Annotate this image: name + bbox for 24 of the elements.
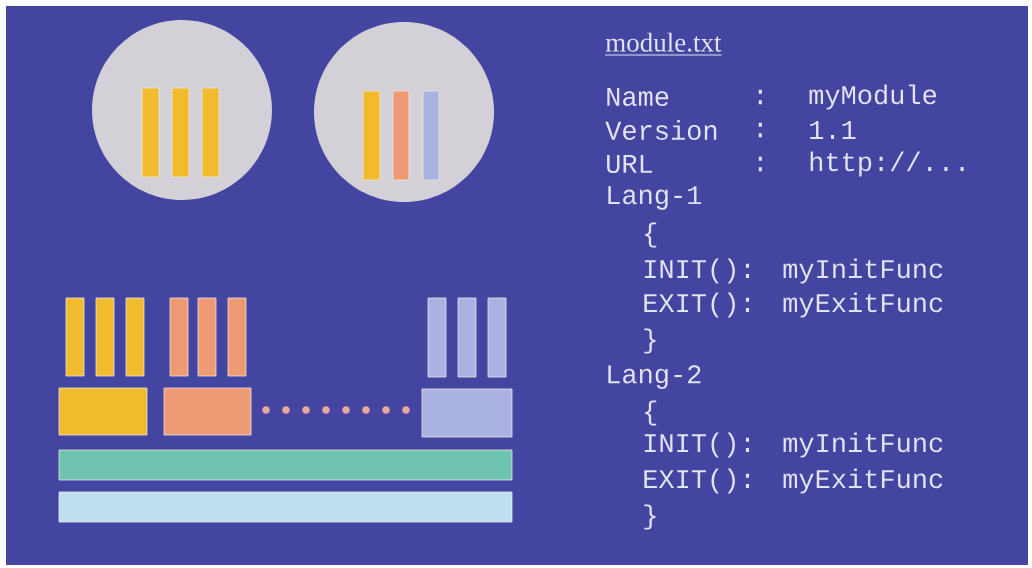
function-value: myExitFunc	[783, 292, 943, 318]
file-title: module.txt	[605, 32, 722, 52]
field-name: Name	[607, 88, 669, 107]
field-name: Version	[605, 120, 717, 140]
brace: {	[645, 222, 657, 248]
field-value: http://...	[810, 151, 964, 177]
function-value: myInitFunc	[783, 432, 943, 458]
function-name: EXIT():	[644, 468, 750, 494]
section-name: Lang-1	[608, 186, 702, 210]
field-value: myModule	[809, 84, 937, 110]
function-name: INIT():	[644, 432, 750, 458]
colon: :	[758, 89, 762, 105]
brace: {	[645, 400, 657, 426]
section-name: Lang-2	[608, 365, 701, 389]
field-name: URL	[607, 155, 653, 174]
function-name: INIT():	[644, 258, 750, 284]
colon: :	[758, 122, 762, 138]
function-value: myInitFunc	[783, 258, 943, 284]
field-value: 1.1	[810, 121, 856, 139]
brace: }	[644, 328, 656, 354]
brace: }	[644, 504, 656, 530]
colon: :	[758, 156, 762, 172]
function-name: EXIT():	[644, 292, 750, 318]
function-value: myExitFunc	[783, 468, 943, 494]
